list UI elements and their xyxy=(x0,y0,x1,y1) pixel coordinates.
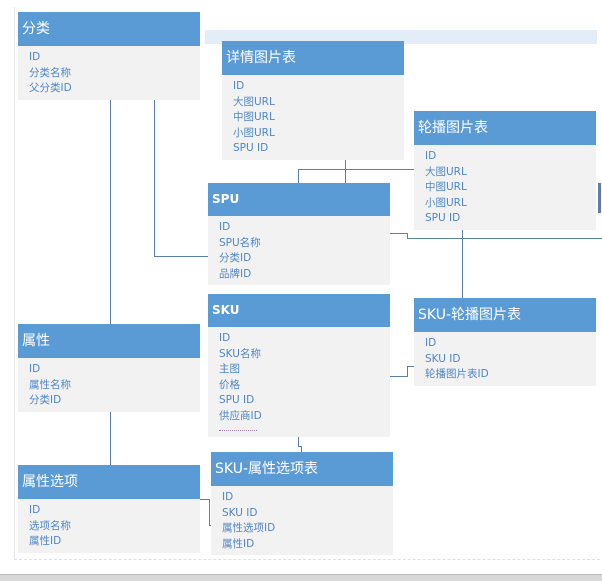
drag-ghost xyxy=(205,30,597,44)
field: ID xyxy=(29,504,41,516)
field: 大图URL xyxy=(233,95,275,108)
field-list: ID SPU名称 分类ID 品牌ID xyxy=(208,216,390,285)
table-title: SKU-轮播图片表 xyxy=(414,298,596,332)
field: 属性选项ID xyxy=(222,522,276,534)
table-title: 轮播图片表 xyxy=(414,111,596,145)
field-list: ID 属性名称 分类ID xyxy=(18,358,200,412)
field: ID xyxy=(29,363,41,375)
table-attribute[interactable]: 属性 ID 属性名称 分类ID xyxy=(18,324,200,412)
field-list: ID 选项名称 属性ID xyxy=(18,499,200,553)
field: ID xyxy=(233,80,245,92)
field: 分类名称 xyxy=(29,66,71,79)
line-sku-skuattr xyxy=(298,437,302,452)
more-fields-ellipsis xyxy=(219,424,257,431)
field: 属性ID xyxy=(29,535,62,547)
field: 分类ID xyxy=(219,252,252,264)
field-list: ID SKU名称 主图 价格 SPU ID 供应商ID xyxy=(208,327,390,437)
field: 分类ID xyxy=(29,394,62,406)
field: SPU ID xyxy=(425,212,461,224)
field: 品牌ID xyxy=(219,267,252,280)
field: SKU ID xyxy=(222,506,258,519)
table-spu[interactable]: SPU ID SPU名称 分类ID 品牌ID xyxy=(208,183,390,285)
field-list: ID SKU ID 轮播图片表ID xyxy=(414,332,596,386)
field: 中图URL xyxy=(233,111,275,123)
field-list: ID SKU ID 属性选项ID 属性ID xyxy=(211,486,393,555)
field: 中图URL xyxy=(425,181,467,193)
table-title: 分类 xyxy=(18,12,200,46)
table-category[interactable]: 分类 ID 分类名称 父分类ID xyxy=(18,12,200,100)
field: SPU ID xyxy=(219,394,255,406)
field: ID xyxy=(219,332,231,344)
field: SKU名称 xyxy=(219,347,261,360)
field-list: ID 分类名称 父分类ID xyxy=(18,46,200,100)
field: ID xyxy=(425,337,437,349)
field: 属性ID xyxy=(222,537,255,550)
table-title: 属性选项 xyxy=(18,465,200,499)
line-sku-skucarousel xyxy=(389,366,414,377)
line-category-spu xyxy=(154,97,208,257)
field: SPU名称 xyxy=(219,236,261,249)
field: SPU ID xyxy=(233,142,269,154)
field: 小图URL xyxy=(233,126,275,139)
field: ID xyxy=(29,51,41,63)
field-list: ID 大图URL 中图URL 小图URL SPU ID xyxy=(222,75,404,160)
table-title: SPU xyxy=(208,183,390,216)
field: 主图 xyxy=(219,363,240,375)
field: SKU ID xyxy=(425,352,461,365)
canvas-frame xyxy=(14,7,602,560)
table-attribute-option[interactable]: 属性选项 ID 选项名称 属性ID xyxy=(18,465,200,553)
line-spu-detail xyxy=(298,156,414,183)
table-title: SKU xyxy=(208,294,390,327)
field: 属性名称 xyxy=(29,378,71,391)
table-detail-images[interactable]: 详情图片表 ID 大图URL 中图URL 小图URL SPU ID xyxy=(222,41,404,160)
field: 价格 xyxy=(219,378,240,391)
field: ID xyxy=(425,150,437,162)
field: 轮播图片表ID xyxy=(425,368,489,380)
field: ID xyxy=(219,221,231,233)
field: 大图URL xyxy=(425,165,467,178)
field: 供应商ID xyxy=(219,409,262,422)
table-carousel-images[interactable]: 轮播图片表 ID 大图URL 中图URL 小图URL SPU ID xyxy=(414,111,596,230)
field: 父分类ID xyxy=(29,82,72,94)
bottom-bar xyxy=(0,574,602,581)
table-sku[interactable]: SKU ID SKU名称 主图 价格 SPU ID 供应商ID xyxy=(208,294,390,437)
field: 选项名称 xyxy=(29,519,71,532)
table-sku-carousel[interactable]: SKU-轮播图片表 ID SKU ID 轮播图片表ID xyxy=(414,298,596,386)
field-list: ID 大图URL 中图URL 小图URL SPU ID xyxy=(414,145,596,230)
field: ID xyxy=(222,491,234,503)
field: 小图URL xyxy=(425,196,467,209)
line-spu-carousel xyxy=(389,226,602,298)
table-title: 详情图片表 xyxy=(222,41,404,75)
table-title: 属性 xyxy=(18,324,200,358)
table-sku-attribute-option[interactable]: SKU-属性选项表 ID SKU ID 属性选项ID 属性ID xyxy=(211,452,393,555)
table-title: SKU-属性选项表 xyxy=(211,452,393,486)
